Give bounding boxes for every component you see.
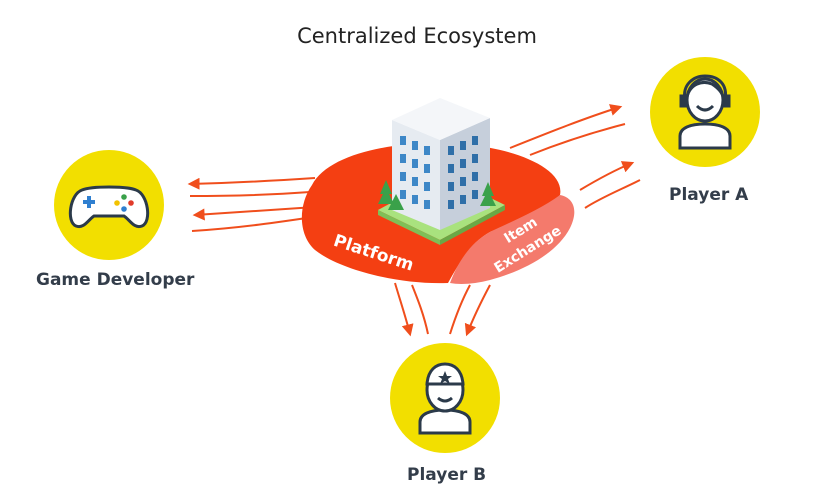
arrow-to-player-b — [464, 284, 491, 337]
arrow-to-player-b — [394, 282, 414, 337]
arrow-from-player-a — [529, 123, 626, 156]
arrow-from-player-b — [449, 284, 471, 335]
office-building-icon — [378, 98, 505, 245]
gamepad-icon — [68, 185, 150, 229]
arrow-to-developer — [192, 206, 316, 221]
helmet-person-icon — [418, 362, 472, 435]
arrow-from-player-a — [584, 179, 641, 209]
headset-person-icon — [678, 74, 732, 150]
arrow-to-player-a — [509, 104, 623, 149]
arrow-to-player-a — [579, 161, 635, 191]
arrow-from-developer — [191, 215, 321, 232]
arrow-to-developer — [187, 177, 316, 190]
item-exchange-region — [450, 195, 575, 284]
diagram-title: Centralized Ecosystem — [297, 24, 537, 48]
game-developer-label: Game Developer — [36, 270, 195, 290]
player-a-label: Player A — [669, 185, 749, 205]
arrow-from-player-b — [411, 284, 429, 335]
player-b-label: Player B — [407, 465, 487, 485]
player-b-flow-arrows — [394, 282, 491, 337]
arrow-from-developer — [189, 191, 311, 197]
player-a-flow-arrows — [509, 104, 641, 209]
developer-flow-arrows — [187, 177, 321, 232]
